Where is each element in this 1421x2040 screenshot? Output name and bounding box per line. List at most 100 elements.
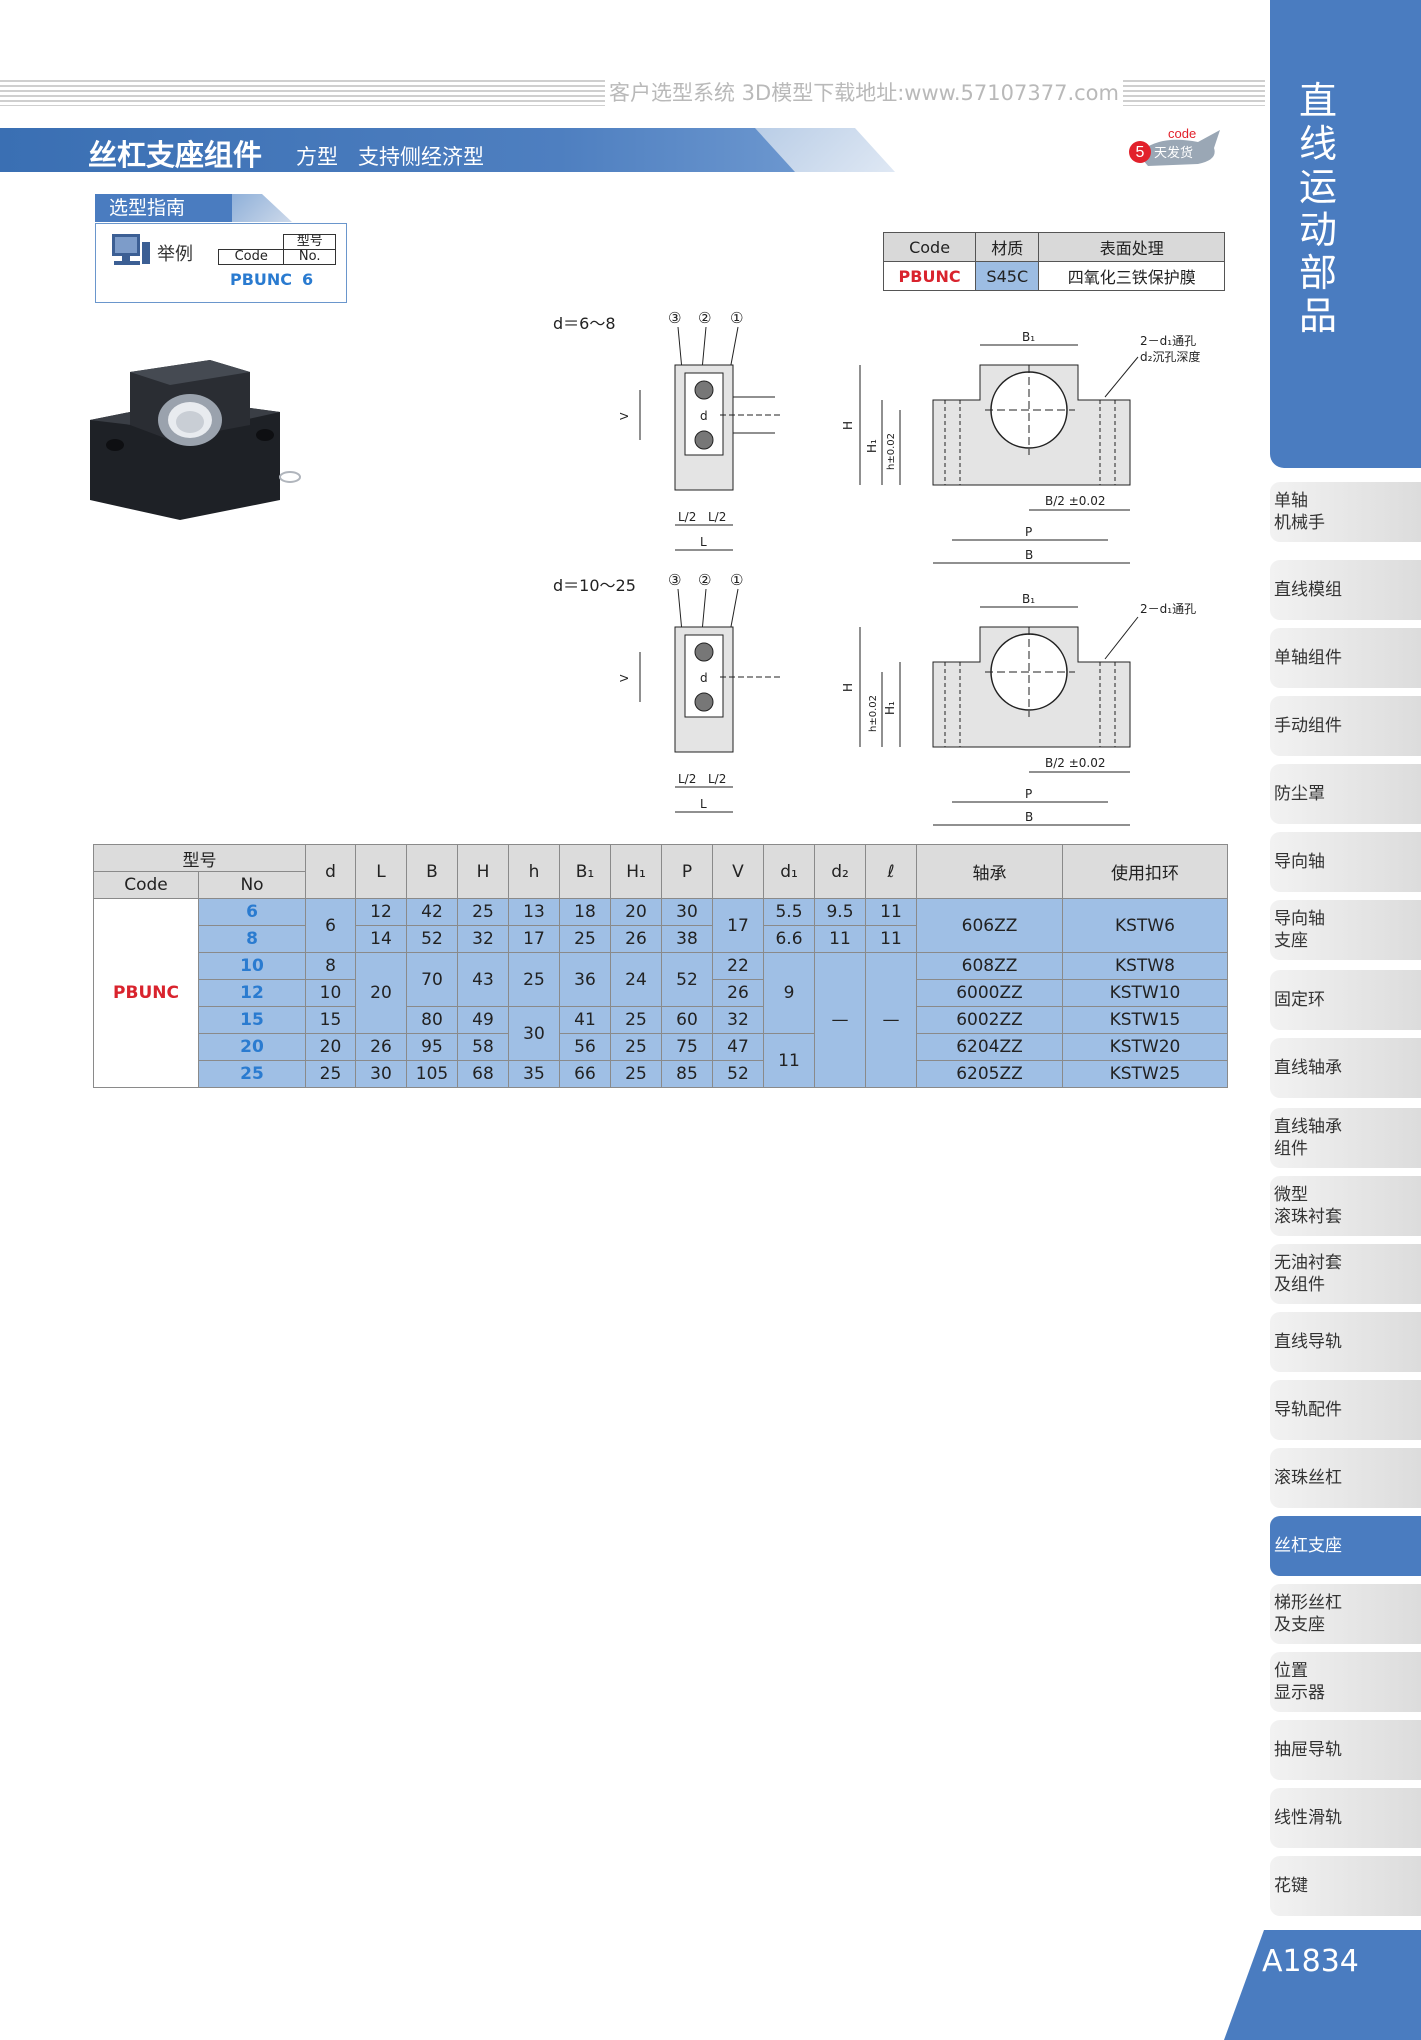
svg-text:B₁: B₁: [1022, 330, 1035, 344]
d1-cell: 5.5: [763, 898, 815, 926]
sidebar-title: 直线运动部品: [1298, 79, 1337, 338]
no-cell[interactable]: 25: [198, 1060, 306, 1088]
bearing-cell: 6205ZZ: [916, 1060, 1063, 1088]
no-cell[interactable]: 12: [198, 979, 306, 1007]
header-P: P: [661, 844, 713, 899]
header-B1: B₁: [559, 844, 611, 899]
H1-cell: 25: [610, 1033, 662, 1061]
sidebar-item[interactable]: 导向轴 支座: [1270, 900, 1421, 960]
sidebar-item[interactable]: 抽屉导轨: [1270, 1720, 1421, 1780]
B1-cell: 25: [559, 925, 611, 953]
sidebar-item-label: 梯形丝杠 及支座: [1274, 1593, 1342, 1635]
l-cell: 11: [865, 925, 917, 953]
no-cell[interactable]: 6: [198, 898, 306, 926]
svg-text:②: ②: [698, 309, 711, 327]
material-table: Code 材质 表面处理 PBUNC S45C 四氧化三铁保护膜: [882, 232, 1225, 291]
sidebar-item[interactable]: 直线导轨: [1270, 1312, 1421, 1372]
table-row: 8 14 52 32 17 25 26 38 6.6 11 11: [94, 925, 1228, 953]
material-header-material: 材质: [975, 232, 1040, 262]
selection-guide-tab[interactable]: 选型指南: [95, 194, 235, 222]
V-cell: 47: [712, 1033, 764, 1061]
no-cell[interactable]: 15: [198, 1006, 306, 1034]
badge-number: 5: [1136, 144, 1145, 161]
svg-text:2－d₁通孔: 2－d₁通孔: [1140, 334, 1196, 348]
sidebar-item[interactable]: 丝杠支座: [1270, 1516, 1421, 1576]
svg-text:L/2: L/2: [678, 772, 696, 786]
sidebar-item[interactable]: 直线轴承: [1270, 1038, 1421, 1098]
page-subtitle-shape: 方型: [296, 145, 338, 169]
sidebar-item[interactable]: 单轴组件: [1270, 628, 1421, 688]
sidebar-item[interactable]: 固定环: [1270, 970, 1421, 1030]
sidebar-item[interactable]: 位置 显示器: [1270, 1652, 1421, 1712]
header-bearing: 轴承: [916, 844, 1063, 899]
d-cell: 15: [305, 1006, 356, 1034]
h-cell: 35: [508, 1060, 560, 1088]
sidebar-item[interactable]: 导向轴: [1270, 832, 1421, 892]
table-row: 25 25 30 105 68 35 66 25 85 52 6205ZZ KS…: [94, 1060, 1228, 1088]
P-cell: 75: [661, 1033, 713, 1061]
B1-cell: 66: [559, 1060, 611, 1088]
sidebar-item-label: 直线模组: [1274, 580, 1342, 600]
sidebar-item[interactable]: 防尘罩: [1270, 764, 1421, 824]
sidebar-item[interactable]: 花键: [1270, 1856, 1421, 1916]
V-cell: 26: [712, 979, 764, 1007]
d1-cell: 9: [763, 952, 815, 1034]
P-cell: 52: [661, 952, 713, 1007]
sidebar-item[interactable]: 单轴 机械手: [1270, 482, 1421, 542]
sidebar-item[interactable]: 无油衬套 及组件: [1270, 1244, 1421, 1304]
sidebar-item[interactable]: 线性滑轨: [1270, 1788, 1421, 1848]
H-cell: 68: [457, 1060, 509, 1088]
no-cell[interactable]: 20: [198, 1033, 306, 1061]
sidebar-item[interactable]: 梯形丝杠 及支座: [1270, 1584, 1421, 1644]
B1-cell: 36: [559, 952, 611, 1007]
sidebar-item-label: 导向轴 支座: [1274, 909, 1325, 951]
title-band: [0, 128, 800, 172]
svg-text:L/2: L/2: [708, 772, 726, 786]
H1-cell: 24: [610, 952, 662, 1007]
L-cell: 14: [355, 925, 407, 953]
svg-text:d₂沉孔深度: d₂沉孔深度: [1140, 349, 1200, 364]
bearing-cell: 608ZZ: [916, 952, 1063, 980]
sidebar-item-label: 无油衬套 及组件: [1274, 1253, 1342, 1295]
sidebar-item[interactable]: 导轨配件: [1270, 1380, 1421, 1440]
material-value: S45C: [975, 261, 1040, 291]
svg-text:L/2: L/2: [678, 510, 696, 524]
table-row: 20 20 26 95 58 56 25 75 47 11 6204ZZ KST…: [94, 1033, 1228, 1088]
diagram-label-top: d＝6～8: [553, 314, 616, 333]
svg-text:①: ①: [730, 571, 743, 589]
no-cell[interactable]: 10: [198, 952, 306, 980]
ring-cell: KSTW25: [1062, 1060, 1228, 1088]
sidebar-item[interactable]: 手动组件: [1270, 696, 1421, 756]
sidebar-item[interactable]: 直线模组: [1270, 560, 1421, 620]
material-header-code: Code: [882, 232, 977, 262]
ring-cell: KSTW6: [1062, 898, 1228, 953]
badge-code: code: [1168, 126, 1196, 141]
url-banner[interactable]: 客户选型系统 3D模型下载地址:www.57107377.com: [605, 80, 1123, 106]
header-d: d: [305, 844, 356, 899]
example-label: 举例: [157, 244, 193, 265]
bearing-cell: 606ZZ: [916, 898, 1063, 953]
sidebar-item-label: 微型 滚珠衬套: [1274, 1185, 1342, 1227]
no-cell[interactable]: 8: [198, 925, 306, 953]
header-d1: d₁: [763, 844, 815, 899]
front-view-bottom: B₁ 2－d₁通孔 H H₁ h±0.02 B/2 ±0.02 P B: [841, 592, 1196, 826]
svg-text:B₁: B₁: [1022, 592, 1035, 606]
sidebar-item-label: 单轴组件: [1274, 648, 1342, 668]
sidebar-item-label: 直线轴承: [1274, 1058, 1342, 1078]
example-table-header: 型号: [283, 234, 336, 250]
V-cell: 32: [712, 1006, 764, 1034]
sidebar-item[interactable]: 微型 滚珠衬套: [1270, 1176, 1421, 1236]
sidebar-item[interactable]: 滚珠丝杠: [1270, 1448, 1421, 1508]
page-subtitle-type: 支持侧经济型: [358, 145, 484, 169]
H-cell: 58: [457, 1033, 509, 1061]
d-cell: 10: [305, 979, 356, 1007]
sidebar-item[interactable]: 直线轴承 组件: [1270, 1108, 1421, 1168]
svg-text:②: ②: [698, 571, 711, 589]
svg-text:L/2: L/2: [708, 510, 726, 524]
svg-text:B/2 ±0.02: B/2 ±0.02: [1045, 494, 1106, 508]
B1-cell: 41: [559, 1006, 611, 1034]
svg-text:2－d₁通孔: 2－d₁通孔: [1140, 602, 1196, 616]
h-cell: 30: [508, 1006, 560, 1061]
sidebar-item-label: 滚珠丝杠: [1274, 1468, 1342, 1488]
H1-cell: 20: [610, 898, 662, 926]
